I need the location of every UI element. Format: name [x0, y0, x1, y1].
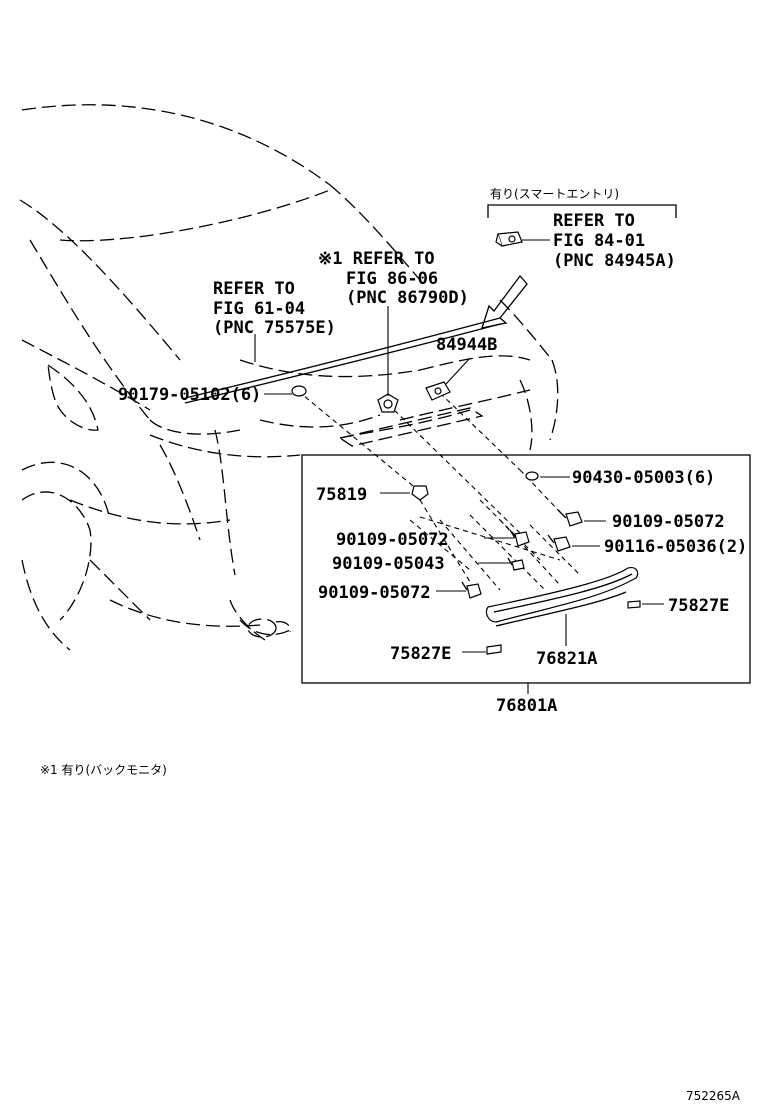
- smart-entry-note: 有り(スマートエントリ): [490, 187, 619, 201]
- clip-75819-icon: [411, 485, 429, 501]
- smart-entry-bracket: [487, 204, 677, 218]
- label-84944b: 84944B: [436, 335, 497, 355]
- label-90109-b: 90109-05072: [336, 530, 449, 550]
- label-90109-d: 90109-05072: [318, 583, 431, 603]
- label-75827-right: 75827E: [668, 596, 729, 616]
- car-body-outline: [19, 104, 559, 651]
- arrow-indicator: [481, 274, 528, 329]
- figure-id: 752265A: [686, 1089, 741, 1103]
- detail-frame: [301, 454, 751, 684]
- garnish-end-left-icon: [486, 644, 502, 655]
- screw-icon: [507, 557, 525, 571]
- ref-61-line3: (PNC 75575E): [213, 318, 336, 338]
- smart-entry-switch-icon: [495, 231, 523, 247]
- label-75819: 75819: [316, 485, 367, 505]
- ref-61-line2: FIG 61-04: [213, 299, 305, 319]
- label-90116: 90116-05036(2): [604, 537, 747, 557]
- camera-icon: [377, 393, 399, 413]
- ref-61-line1: REFER TO: [213, 279, 295, 299]
- footnote: ※1 有り(バックモニタ): [40, 763, 167, 777]
- ref-84-line2: FIG 84-01: [553, 231, 645, 251]
- garnish-end-right-icon: [627, 600, 641, 609]
- label-76821: 76821A: [536, 649, 597, 669]
- nut-icon: [525, 471, 539, 481]
- leader-84944b: [445, 357, 471, 385]
- ref-84-line1: REFER TO: [553, 211, 635, 231]
- label-75827-left: 75827E: [390, 644, 451, 664]
- screw-icon: [509, 529, 530, 547]
- screw-icon: [557, 509, 583, 527]
- screw-icon: [461, 581, 482, 599]
- label-90109-c: 90109-05043: [332, 554, 445, 574]
- switch-84944b-icon: [425, 381, 451, 401]
- molding-75575e: [184, 317, 501, 404]
- screw-icon: [547, 534, 571, 552]
- license-lamp-area: [338, 407, 484, 447]
- ref-86-line3: (PNC 86790D): [346, 288, 469, 308]
- label-76801: 76801A: [496, 696, 557, 716]
- label-90109-a: 90109-05072: [612, 512, 725, 532]
- ref-86-line1: ※1 REFER TO: [318, 249, 435, 269]
- garnish-icon: [485, 567, 639, 627]
- ref-86-line2: FIG 86-06: [346, 269, 438, 289]
- label-90430: 90430-05003(6): [572, 468, 715, 488]
- label-90179: 90179-05102(6): [118, 385, 261, 405]
- clip-icon: [291, 385, 307, 397]
- ref-84-line3: (PNC 84945A): [553, 251, 676, 271]
